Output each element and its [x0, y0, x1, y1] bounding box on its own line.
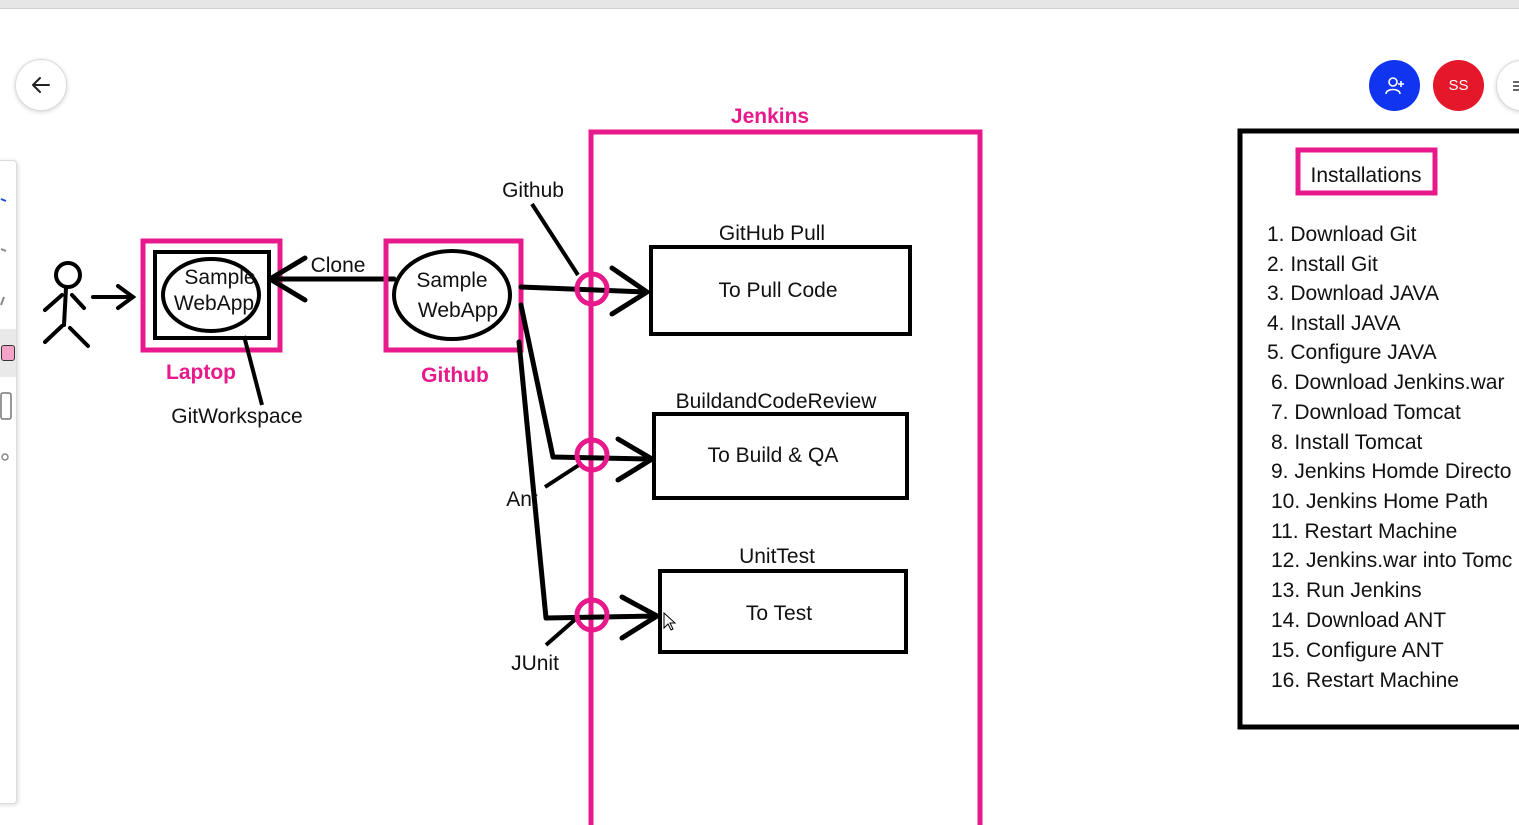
drawing-toolbar [0, 160, 17, 804]
ant-label: Ant [506, 488, 538, 511]
stage-test-text: To Test [746, 602, 812, 625]
highlighter-tool[interactable] [0, 329, 16, 377]
installation-item: 7. Download Tomcat [1271, 401, 1461, 424]
installation-item: 12. Jenkins.war into Tomc [1271, 549, 1512, 572]
laptop-webapp-line2: WebApp [174, 292, 254, 315]
workspace-pointer-line [242, 335, 264, 406]
add-user-icon [1384, 76, 1404, 94]
laptop-label: Laptop [166, 361, 236, 384]
jenkins-title: Jenkins [731, 105, 809, 128]
installation-item: 16. Restart Machine [1271, 669, 1459, 692]
eraser-tool-icon[interactable] [0, 447, 16, 467]
installation-item: 5. Configure JAVA [1267, 341, 1437, 364]
invite-user-button[interactable] [1369, 60, 1420, 111]
jenkins-frame [588, 129, 983, 825]
stage-build-title: BuildandCodeReview [676, 390, 878, 413]
github-label: Github [421, 364, 489, 387]
stage-test-box [658, 569, 908, 654]
github-webapp-line2: WebApp [418, 299, 498, 322]
github-webapp-line1: Sample [416, 269, 487, 292]
installation-item: 1. Download Git [1267, 223, 1417, 246]
browser-top-strip [0, 0, 1519, 9]
arrow-left-icon [32, 77, 50, 93]
ant-pointer [543, 461, 584, 489]
clone-arrow [267, 255, 397, 303]
installation-item: 2. Install Git [1267, 253, 1378, 276]
junit-label: JUnit [511, 652, 559, 675]
installation-item: 11. Restart Machine [1271, 520, 1457, 543]
select-tool-icon[interactable] [0, 189, 16, 209]
installation-item: 3. Download JAVA [1267, 282, 1439, 305]
installation-item: 14. Download ANT [1271, 609, 1446, 632]
stage-pull-title: GitHub Pull [719, 222, 825, 245]
back-button[interactable] [15, 59, 67, 111]
installation-item: 13. Run Jenkins [1271, 579, 1422, 602]
clone-label: Clone [311, 254, 366, 277]
installations-title-frame [1295, 147, 1438, 196]
stage-build-box [652, 412, 909, 500]
github-webapp-ellipse [392, 249, 512, 341]
git-workspace-label: GitWorkspace [171, 405, 303, 428]
pull-arrow [518, 265, 650, 317]
user-stick-figure [43, 261, 90, 348]
stage-pull-text: To Pull Code [718, 279, 837, 302]
installation-item: 6. Download Jenkins.war [1271, 371, 1504, 394]
installations-list: 1. Download Git 2. Install Git 3. Downlo… [1267, 223, 1512, 692]
laptop-webapp-ellipse [161, 257, 261, 333]
github-frame [383, 238, 524, 353]
pull-plugin-node [574, 271, 610, 307]
hamburger-icon [1513, 80, 1519, 91]
installation-item: 8. Install Tomcat [1271, 431, 1423, 454]
stage-pull-box [649, 245, 912, 336]
mouse-cursor-icon [663, 611, 677, 631]
user-to-laptop-arrow [91, 284, 137, 310]
pen-tool-icon[interactable] [0, 239, 16, 259]
github-connector-pointer [530, 202, 580, 277]
installation-item: 15. Configure ANT [1271, 639, 1444, 662]
laptop-webapp-line1: Sample [184, 266, 255, 289]
highlighter-color-swatch [1, 345, 15, 361]
shape-tool-icon[interactable] [0, 389, 16, 423]
installation-item: 4. Install JAVA [1267, 312, 1400, 335]
stage-build-text: To Build & QA [708, 444, 839, 467]
test-plugin-node [574, 597, 610, 633]
junit-pointer [544, 615, 580, 647]
installation-item: 9. Jenkins Homde Directo [1271, 460, 1511, 483]
stage-test-title: UnitTest [739, 545, 815, 568]
test-arrow [516, 339, 660, 641]
user-avatar[interactable]: SS [1433, 60, 1484, 111]
github-connector-label: Github [502, 179, 564, 202]
build-plugin-node [574, 437, 610, 473]
installation-item: 10. Jenkins Home Path [1271, 490, 1488, 513]
build-arrow [518, 302, 655, 483]
laptop-frame [140, 238, 283, 353]
avatar-initials: SS [1448, 77, 1469, 94]
installations-title: Installations [1311, 164, 1422, 187]
text-tool-icon[interactable] [0, 291, 16, 311]
installations-panel [1237, 128, 1519, 730]
laptop-inner-box [153, 250, 271, 340]
